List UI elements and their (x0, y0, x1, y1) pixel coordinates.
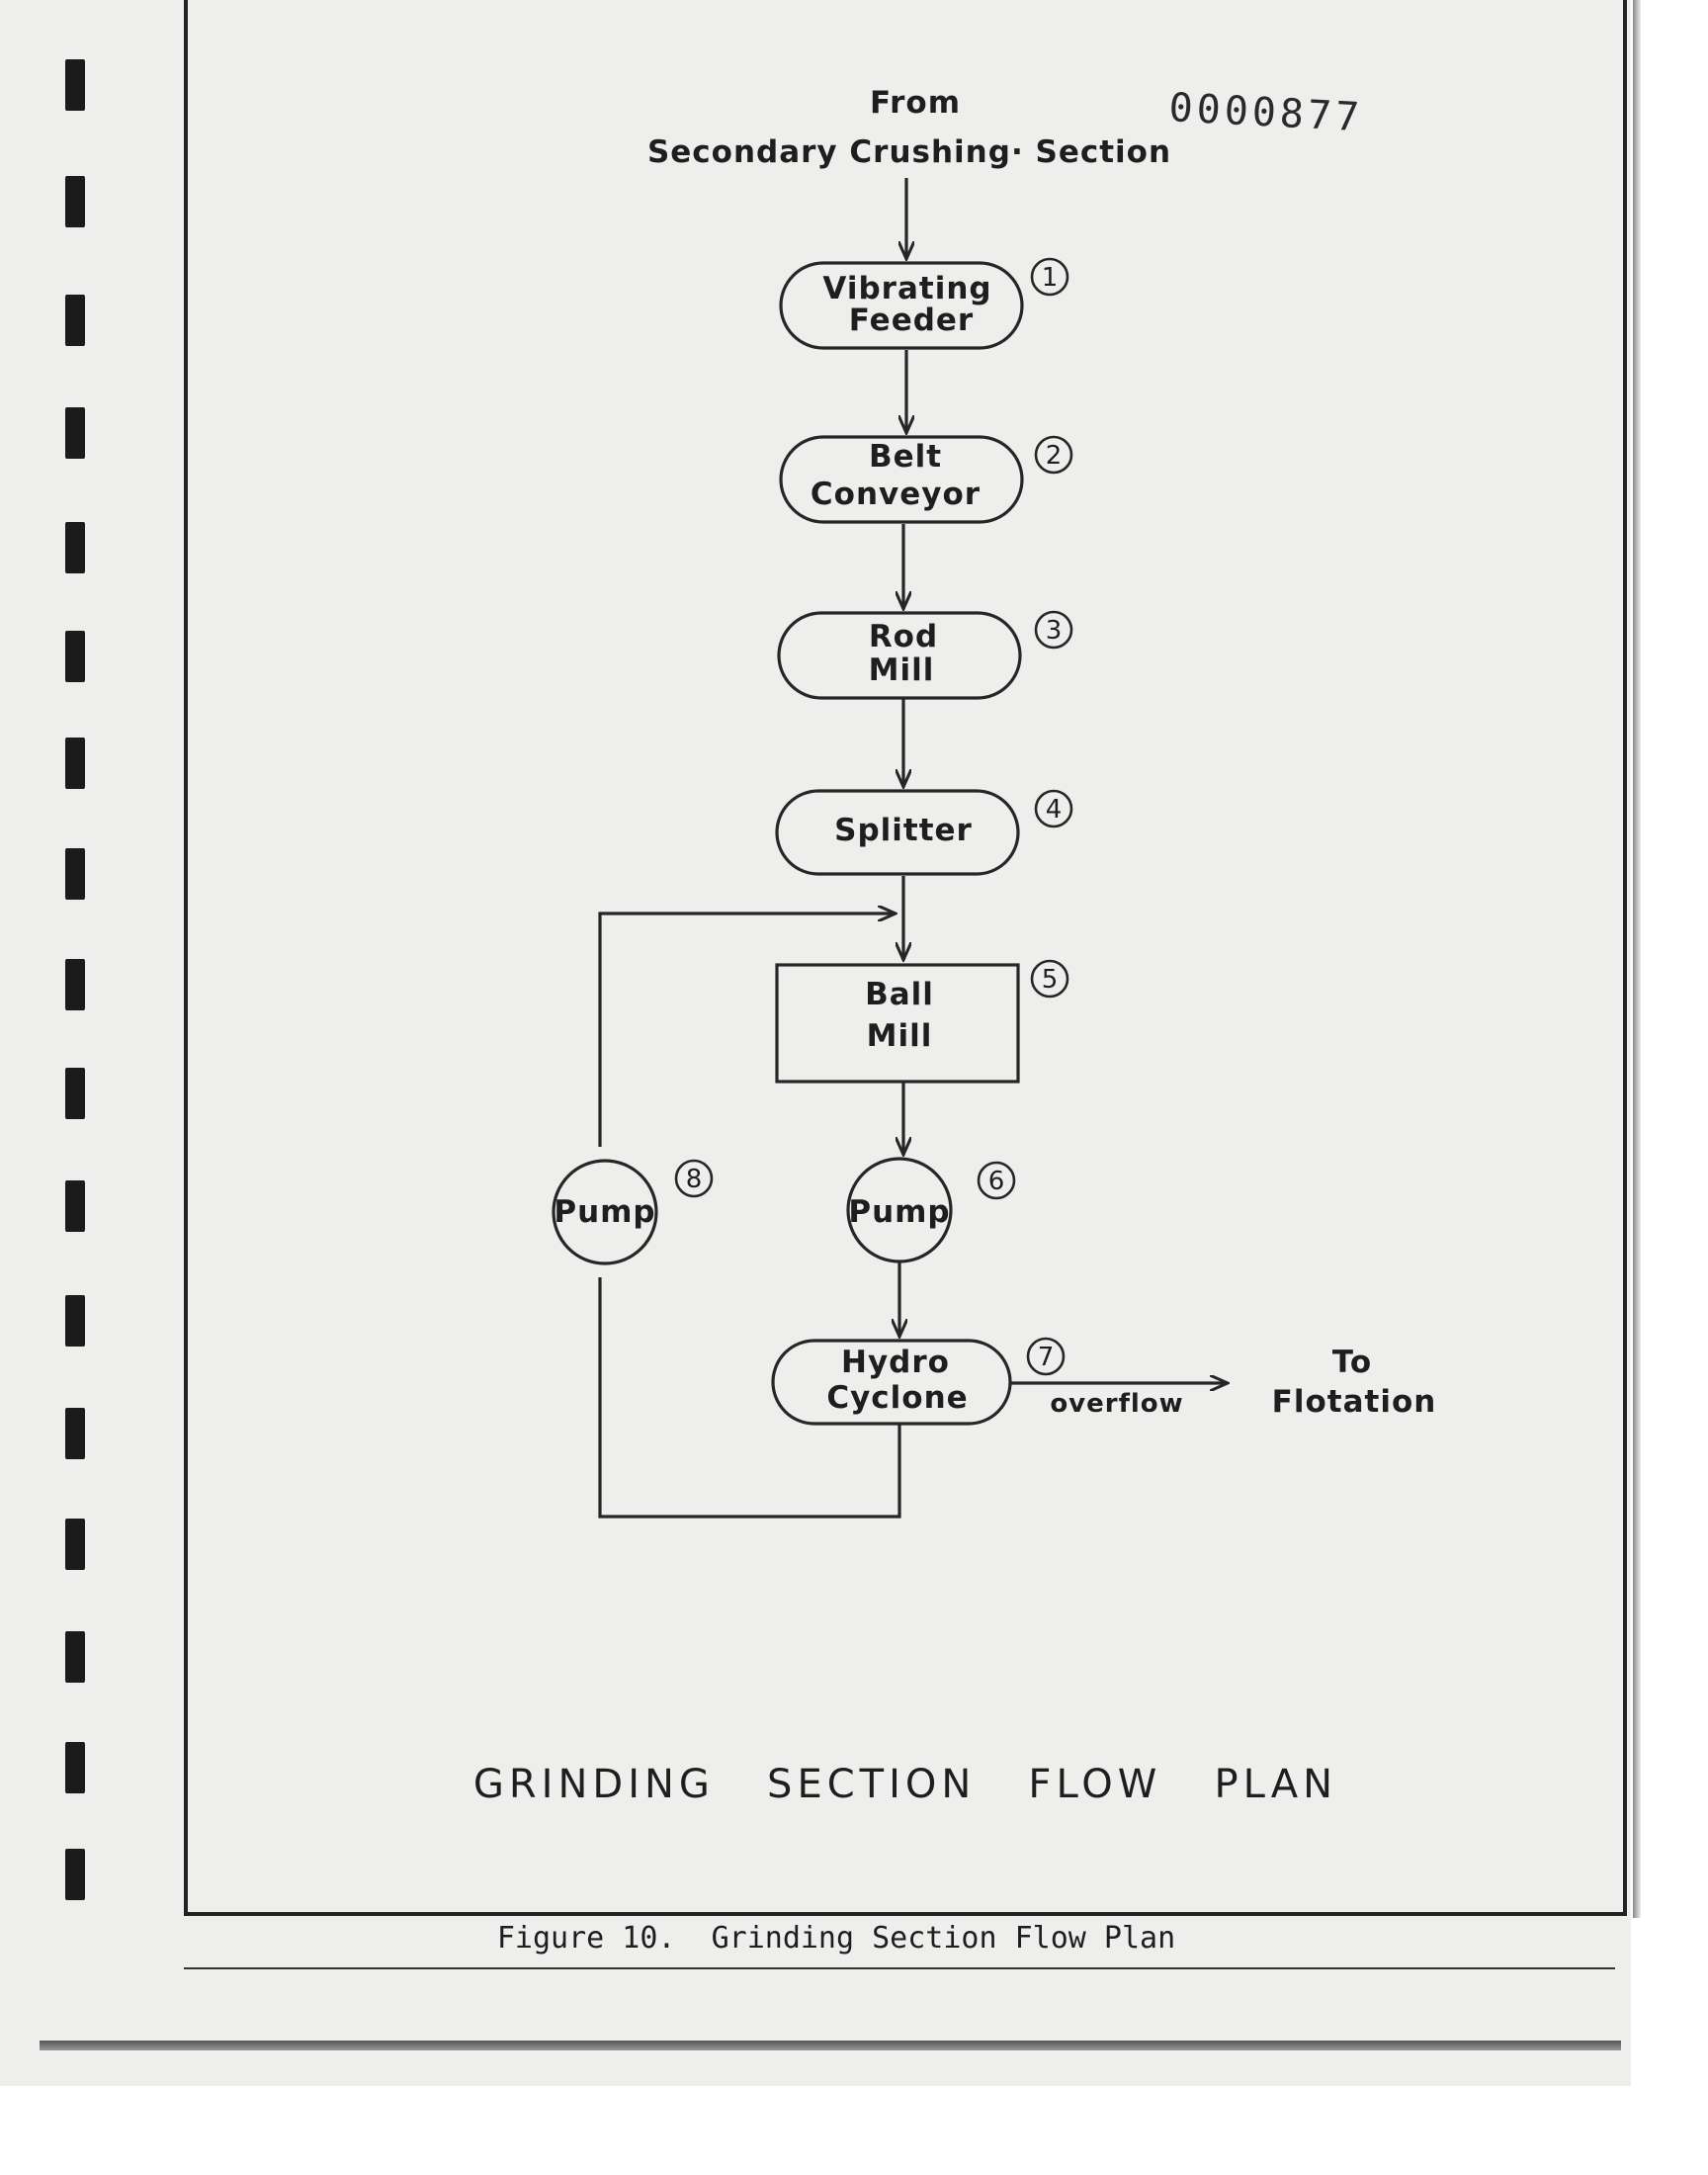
unit-5-line2: Mill (867, 1018, 933, 1054)
unit-6-number-badge (977, 1161, 1016, 1200)
binding-hole (65, 1519, 85, 1570)
binding-hole (65, 1742, 85, 1793)
unit-1-line1: Vibrating (822, 271, 991, 306)
unit-6-shape (846, 1157, 953, 1263)
unit-pump-6: Pump 6 (846, 1157, 1016, 1263)
unit-ball-mill: Ball Mill 5 (775, 959, 1069, 1084)
unit-3-shape (777, 611, 1022, 700)
binding-hole (65, 1068, 85, 1119)
binding-hole (65, 522, 85, 573)
unit-4-number: 4 (1046, 795, 1063, 825)
binding-hole (65, 1631, 85, 1683)
destination-line1: To (1332, 1345, 1372, 1380)
unit-1-number-badge (1030, 257, 1069, 297)
unit-5-number: 5 (1042, 965, 1059, 995)
unit-8-shape (552, 1159, 658, 1265)
binding-hole (65, 176, 85, 227)
unit-vibrating-feeder: Vibrating Feeder 1 (779, 257, 1069, 350)
frame-edge-shadow (1633, 0, 1641, 1918)
destination-line2: Flotation (1272, 1384, 1437, 1420)
unit-splitter: Splitter 4 (775, 789, 1073, 876)
unit-2-number: 2 (1046, 441, 1063, 471)
unit-7-line2: Cyclone (826, 1380, 968, 1416)
unit-hydro-cyclone: Hydro Cyclone 7 (771, 1337, 1066, 1426)
unit-8-number-badge (674, 1159, 714, 1198)
binding-hole (65, 959, 85, 1010)
destination-label: To Flotation (1272, 1345, 1437, 1420)
unit-6-number: 6 (988, 1167, 1005, 1196)
binding-hole (65, 295, 85, 346)
unit-2-shape (779, 435, 1024, 524)
unit-6-line1: Pump (848, 1194, 950, 1230)
binding-hole (65, 407, 85, 459)
source-line2: Secondary Crushing· Section (647, 134, 1171, 170)
binding-hole (65, 738, 85, 789)
overflow-label: overflow (1050, 1389, 1183, 1419)
unit-3-number: 3 (1046, 616, 1063, 646)
unit-7-shape (771, 1339, 1012, 1426)
binding-hole (65, 59, 85, 111)
unit-3-line2: Mill (869, 652, 935, 688)
unit-3-line1: Rod (869, 619, 938, 654)
stamp-number: 0000877 (1167, 85, 1364, 140)
unit-4-line1: Splitter (834, 813, 973, 848)
unit-5-line1: Ball (865, 977, 934, 1012)
recycle-line (598, 914, 896, 1147)
unit-4-number-badge (1034, 789, 1073, 828)
source-line1: From (870, 85, 961, 121)
caption-rule (184, 1967, 1615, 1969)
unit-4-shape (775, 789, 1020, 876)
unit-1-number: 1 (1042, 263, 1059, 293)
unit-1-line2: Feeder (849, 303, 974, 338)
binding-hole (65, 1180, 85, 1232)
unit-7-number: 7 (1038, 1343, 1055, 1372)
unit-7-line1: Hydro (841, 1345, 950, 1380)
unit-5-number-badge (1030, 959, 1069, 999)
unit-8-number: 8 (686, 1165, 703, 1194)
unit-belt-conveyor: Belt Conveyor 2 (779, 435, 1073, 524)
figure-frame (184, 0, 1627, 1916)
unit-5-shape (775, 963, 1020, 1084)
underflow-line (598, 1277, 901, 1519)
unit-7-number-badge (1026, 1337, 1066, 1376)
page-bottom-edge (40, 2041, 1621, 2050)
unit-rod-mill: Rod Mill 3 (777, 610, 1073, 700)
unit-2-line2: Conveyor (811, 477, 981, 512)
unit-2-line1: Belt (869, 439, 942, 475)
unit-1-shape (779, 261, 1024, 350)
source-label: From Secondary Crushing· Section (647, 85, 1171, 170)
binding-hole (65, 1849, 85, 1900)
binding-hole (65, 1295, 85, 1347)
unit-3-number-badge (1034, 610, 1073, 650)
figure-caption: Figure 10. Grinding Section Flow Plan (497, 1921, 1175, 1956)
binding-hole (65, 1408, 85, 1459)
binding-hole (65, 848, 85, 900)
unit-8-line1: Pump (554, 1194, 655, 1230)
page-title: GRINDING SECTION FLOW PLAN (473, 1762, 1337, 1807)
binding-holes (0, 0, 119, 2086)
unit-2-number-badge (1034, 435, 1073, 475)
binding-hole (65, 631, 85, 682)
unit-pump-8: Pump 8 (552, 1159, 714, 1265)
